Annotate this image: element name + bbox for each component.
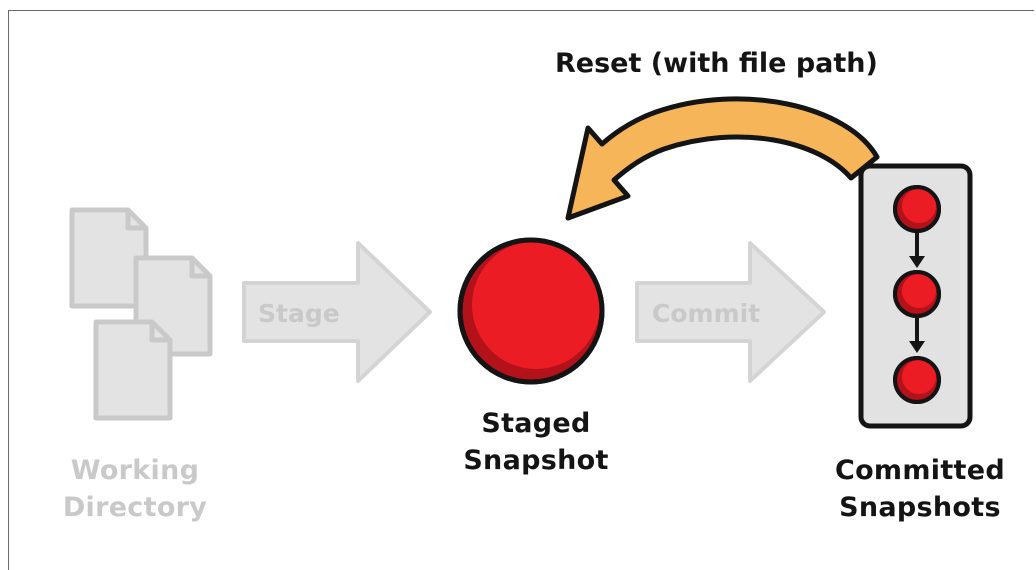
reset-arrow (565, 96, 880, 221)
file-icon (93, 319, 173, 421)
committed-snapshots-line2: Snapshots (839, 492, 1001, 523)
stage-label: Stage (258, 299, 340, 328)
staged-snapshot-icon (457, 237, 605, 385)
arrow-down-icon (909, 233, 925, 268)
stage-arrow: Stage (242, 241, 432, 383)
staged-snapshot-line2: Snapshot (463, 445, 609, 476)
commit-node-icon (893, 185, 941, 233)
working-directory-line1: Working (70, 455, 200, 486)
working-directory-line2: Directory (62, 492, 208, 523)
committed-snapshots-stack (858, 163, 973, 429)
reset-title: Reset (with file path) (555, 48, 878, 79)
file-icon (69, 207, 149, 309)
committed-snapshots-line1: Committed (834, 455, 1006, 486)
working-directory-files-icon (69, 207, 213, 421)
commit-node-icon (893, 270, 941, 318)
working-directory-label: Working Directory (40, 452, 230, 526)
commit-node-icon (893, 356, 941, 404)
arrow-down-icon (909, 318, 925, 353)
diagram-frame (8, 10, 1034, 570)
staged-snapshot-label: Staged Snapshot (436, 405, 636, 479)
committed-snapshots-label: Committed Snapshots (812, 452, 1028, 526)
commit-arrow: Commit (635, 241, 826, 383)
staged-snapshot-line1: Staged (481, 408, 591, 439)
commit-label: Commit (652, 299, 760, 328)
